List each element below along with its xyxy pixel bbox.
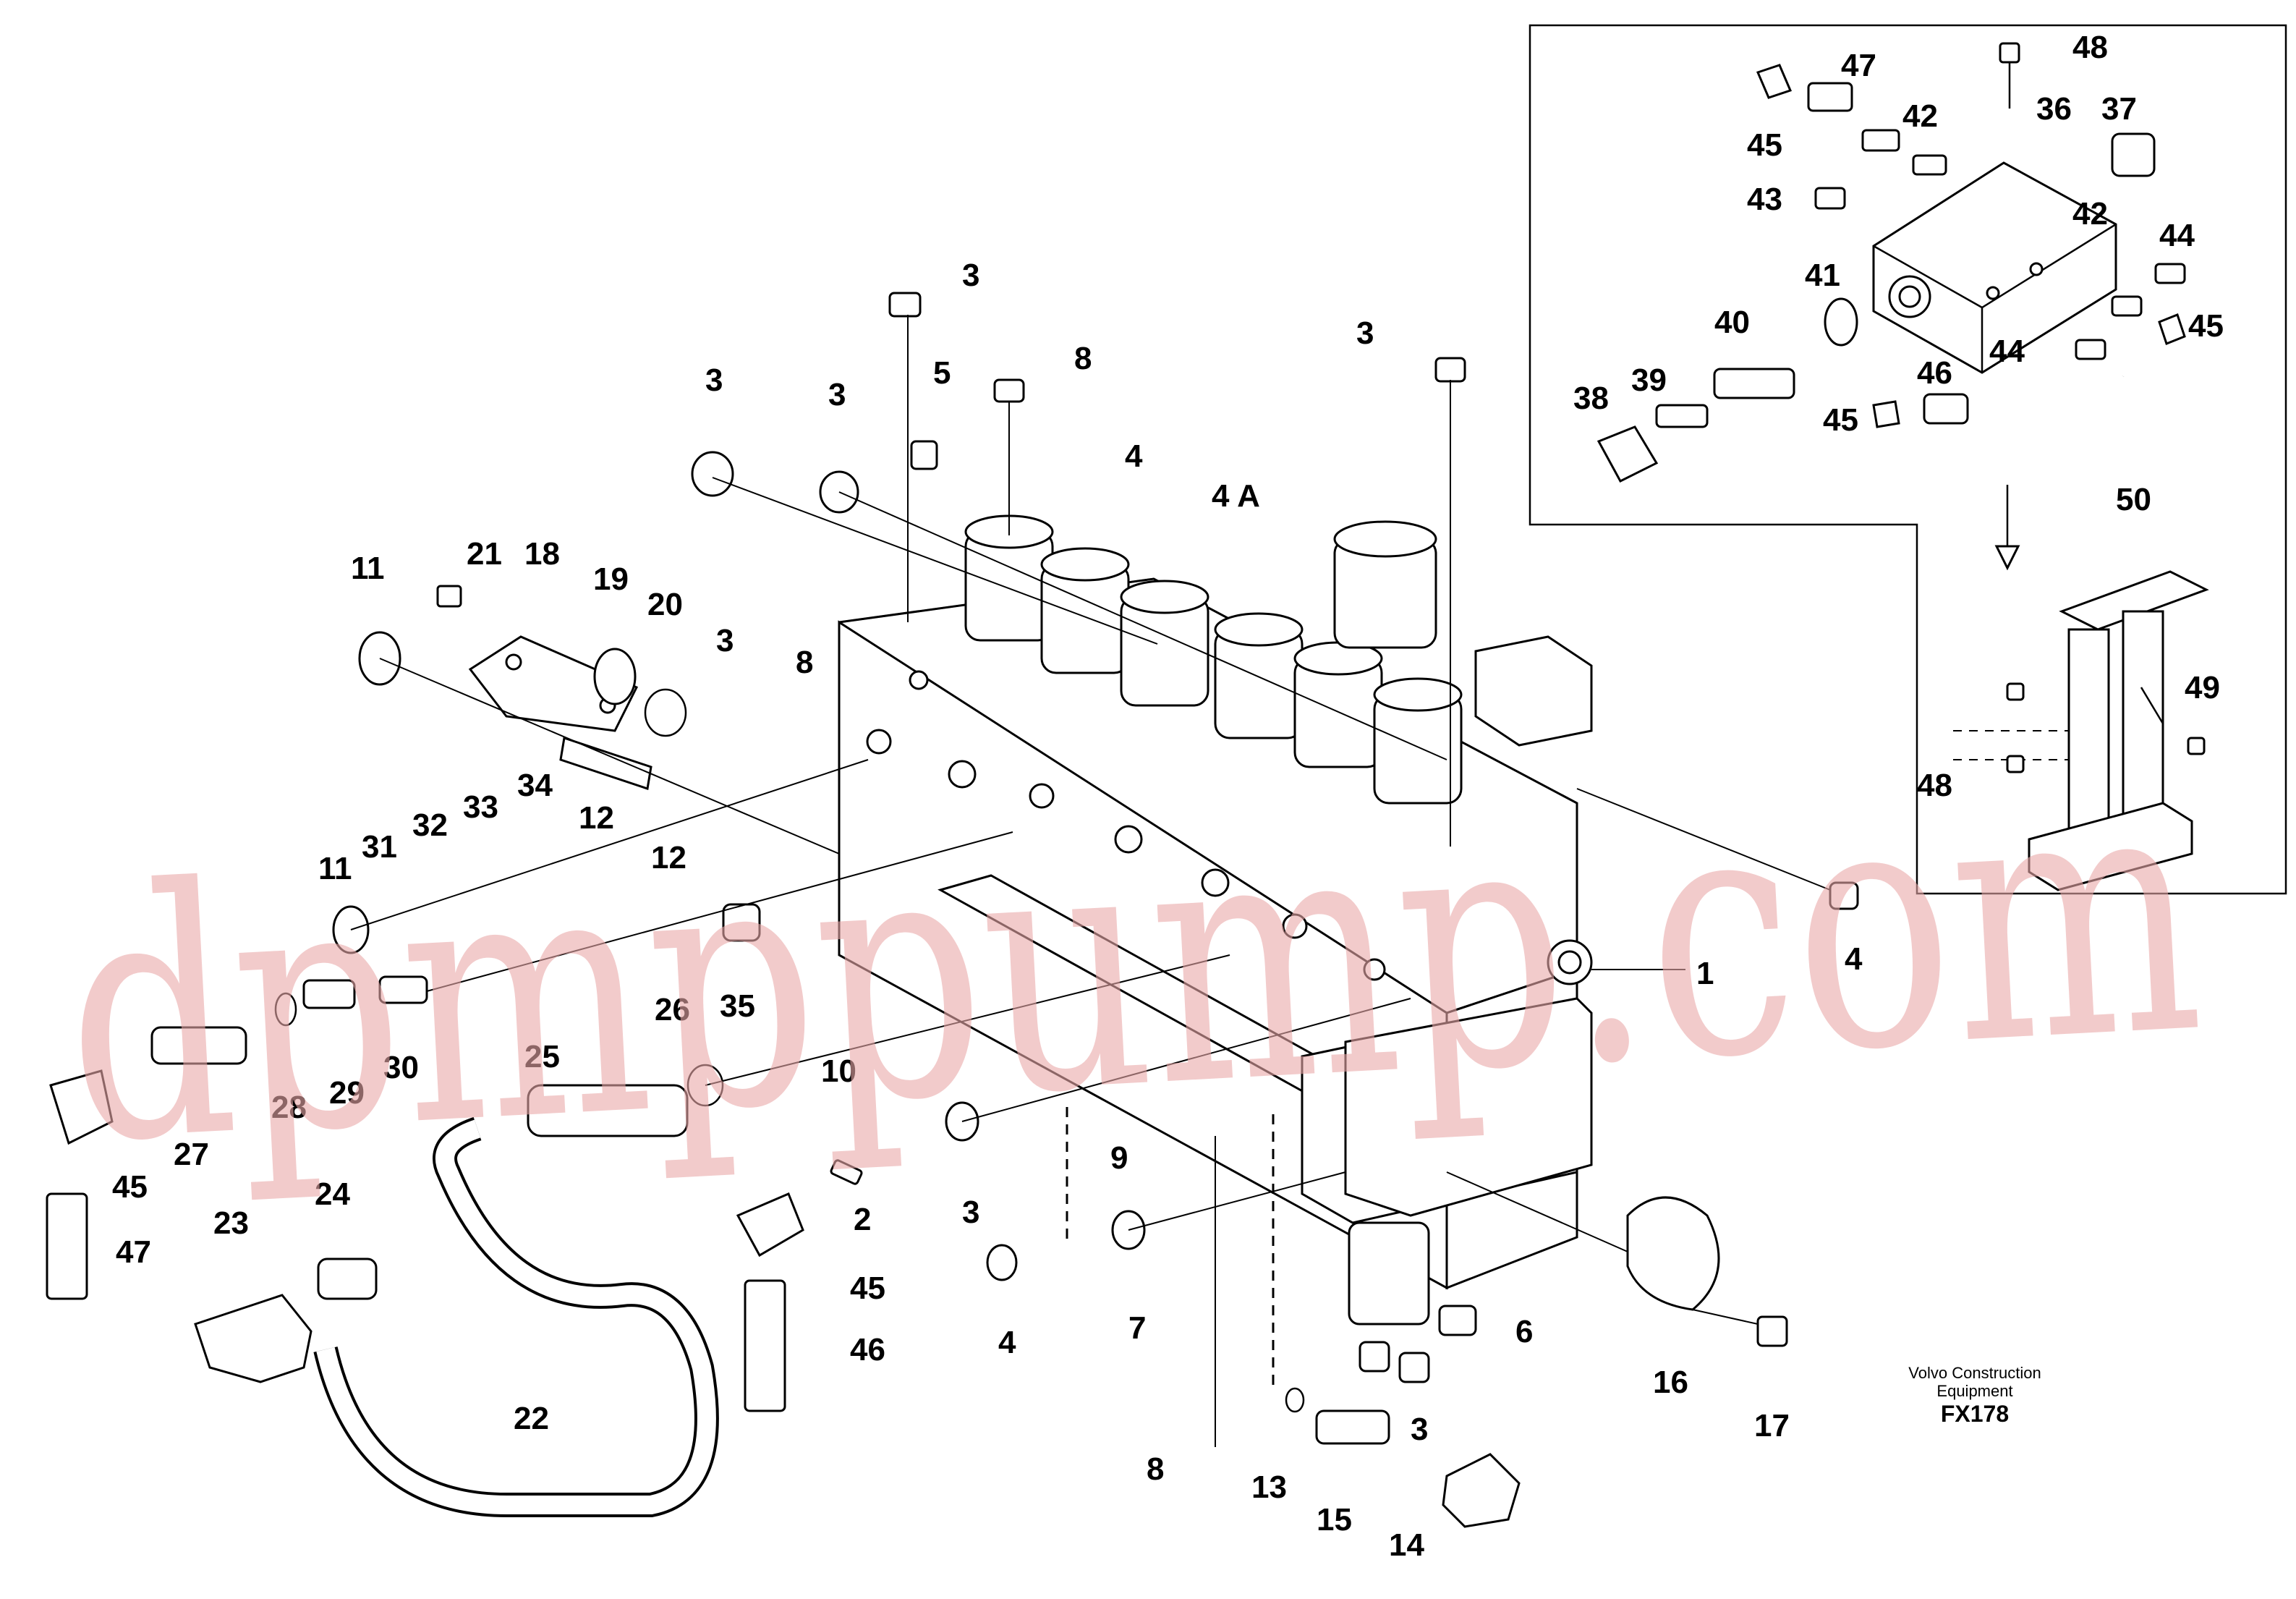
callout-42: 42 — [2072, 196, 2108, 232]
callout-13: 13 — [1251, 1469, 1287, 1505]
callout-48: 48 — [2072, 30, 2108, 65]
callout-49: 49 — [2185, 670, 2220, 705]
callout-39: 39 — [1631, 362, 1667, 398]
callout-11: 11 — [351, 551, 385, 586]
callout-27: 27 — [174, 1137, 209, 1172]
callout-45: 45 — [112, 1169, 148, 1205]
loose-parts — [46, 292, 1859, 1528]
callout-19: 19 — [593, 561, 629, 597]
callout-45: 45 — [2188, 308, 2224, 344]
callout-47: 47 — [1841, 48, 1876, 83]
leader-lines — [350, 315, 1831, 1447]
callout-41: 41 — [1805, 258, 1840, 293]
callout-9: 9 — [1110, 1140, 1128, 1176]
callout-3: 3 — [716, 623, 734, 658]
callout-36: 36 — [2036, 91, 2072, 127]
callout-11: 11 — [318, 851, 352, 886]
credit-line-1: Volvo Construction — [1908, 1364, 2041, 1382]
callout-26: 26 — [655, 992, 690, 1027]
figure-id: FX178 — [1941, 1401, 2009, 1427]
callout-17: 17 — [1754, 1408, 1790, 1443]
callout-32: 32 — [412, 807, 448, 843]
callout-labels: 1 2 3 3 3 3 3 3 3 4 4 4 5 6 7 8 8 8 9 10… — [112, 30, 2224, 1563]
callout-40: 40 — [1714, 305, 1750, 340]
callout-3: 3 — [705, 362, 723, 398]
callout-4: 4 — [998, 1325, 1016, 1360]
callout-29: 29 — [329, 1075, 365, 1111]
callout-45: 45 — [850, 1271, 885, 1306]
callout-7: 7 — [1128, 1310, 1146, 1346]
callout-21: 21 — [467, 536, 502, 572]
callout-12: 12 — [579, 800, 614, 836]
callout-4: 4 — [1125, 438, 1143, 474]
callout-5: 5 — [933, 355, 951, 391]
callout-46: 46 — [850, 1332, 885, 1367]
callout-16: 16 — [1653, 1365, 1688, 1400]
callout-25: 25 — [524, 1039, 560, 1074]
callout-22: 22 — [514, 1401, 549, 1436]
callout-31: 31 — [362, 829, 397, 865]
callout-44: 44 — [2159, 218, 2195, 253]
credit-line-2: Equipment — [1936, 1382, 2012, 1400]
inset-detail — [1528, 24, 2287, 895]
callout-3: 3 — [828, 377, 846, 412]
callout-8: 8 — [1147, 1451, 1164, 1487]
callout-3: 3 — [962, 1195, 979, 1230]
callout-44: 44 — [1989, 334, 2025, 369]
callout-48: 48 — [1917, 768, 1952, 803]
callout-8: 8 — [1074, 341, 1092, 376]
callout-18: 18 — [524, 536, 560, 572]
callout-14: 14 — [1389, 1527, 1424, 1563]
callout-15: 15 — [1317, 1502, 1352, 1538]
callout-3: 3 — [1411, 1412, 1428, 1447]
callout-1: 1 — [1696, 956, 1714, 991]
callout-3: 3 — [1356, 315, 1374, 351]
callout-35: 35 — [720, 988, 755, 1024]
callout-20: 20 — [647, 587, 683, 622]
watermark: dpmppump.com — [57, 711, 2209, 1218]
credit-block: Volvo Construction Equipment FX178 — [1908, 1364, 2041, 1427]
callout-23: 23 — [213, 1205, 249, 1241]
callout-4A: 4 A — [1212, 478, 1260, 514]
callout-47: 47 — [116, 1234, 151, 1270]
callout-28: 28 — [271, 1090, 307, 1125]
callout-38: 38 — [1573, 381, 1609, 416]
callout-43: 43 — [1747, 182, 1782, 217]
callout-8: 8 — [796, 645, 813, 680]
callout-45: 45 — [1747, 127, 1782, 163]
callout-10: 10 — [821, 1053, 856, 1089]
callout-42: 42 — [1902, 98, 1938, 134]
callout-50: 50 — [2116, 482, 2151, 517]
callout-45: 45 — [1823, 402, 1858, 438]
callout-4: 4 — [1845, 941, 1863, 977]
callout-2: 2 — [854, 1202, 871, 1237]
callout-6: 6 — [1515, 1314, 1533, 1349]
callout-3: 3 — [962, 258, 979, 293]
callout-30: 30 — [383, 1050, 419, 1085]
callout-34: 34 — [517, 768, 553, 803]
callout-12: 12 — [651, 840, 686, 875]
callout-37: 37 — [2101, 91, 2137, 127]
callout-46: 46 — [1917, 355, 1952, 391]
callout-24: 24 — [315, 1176, 350, 1212]
callout-33: 33 — [463, 789, 498, 825]
